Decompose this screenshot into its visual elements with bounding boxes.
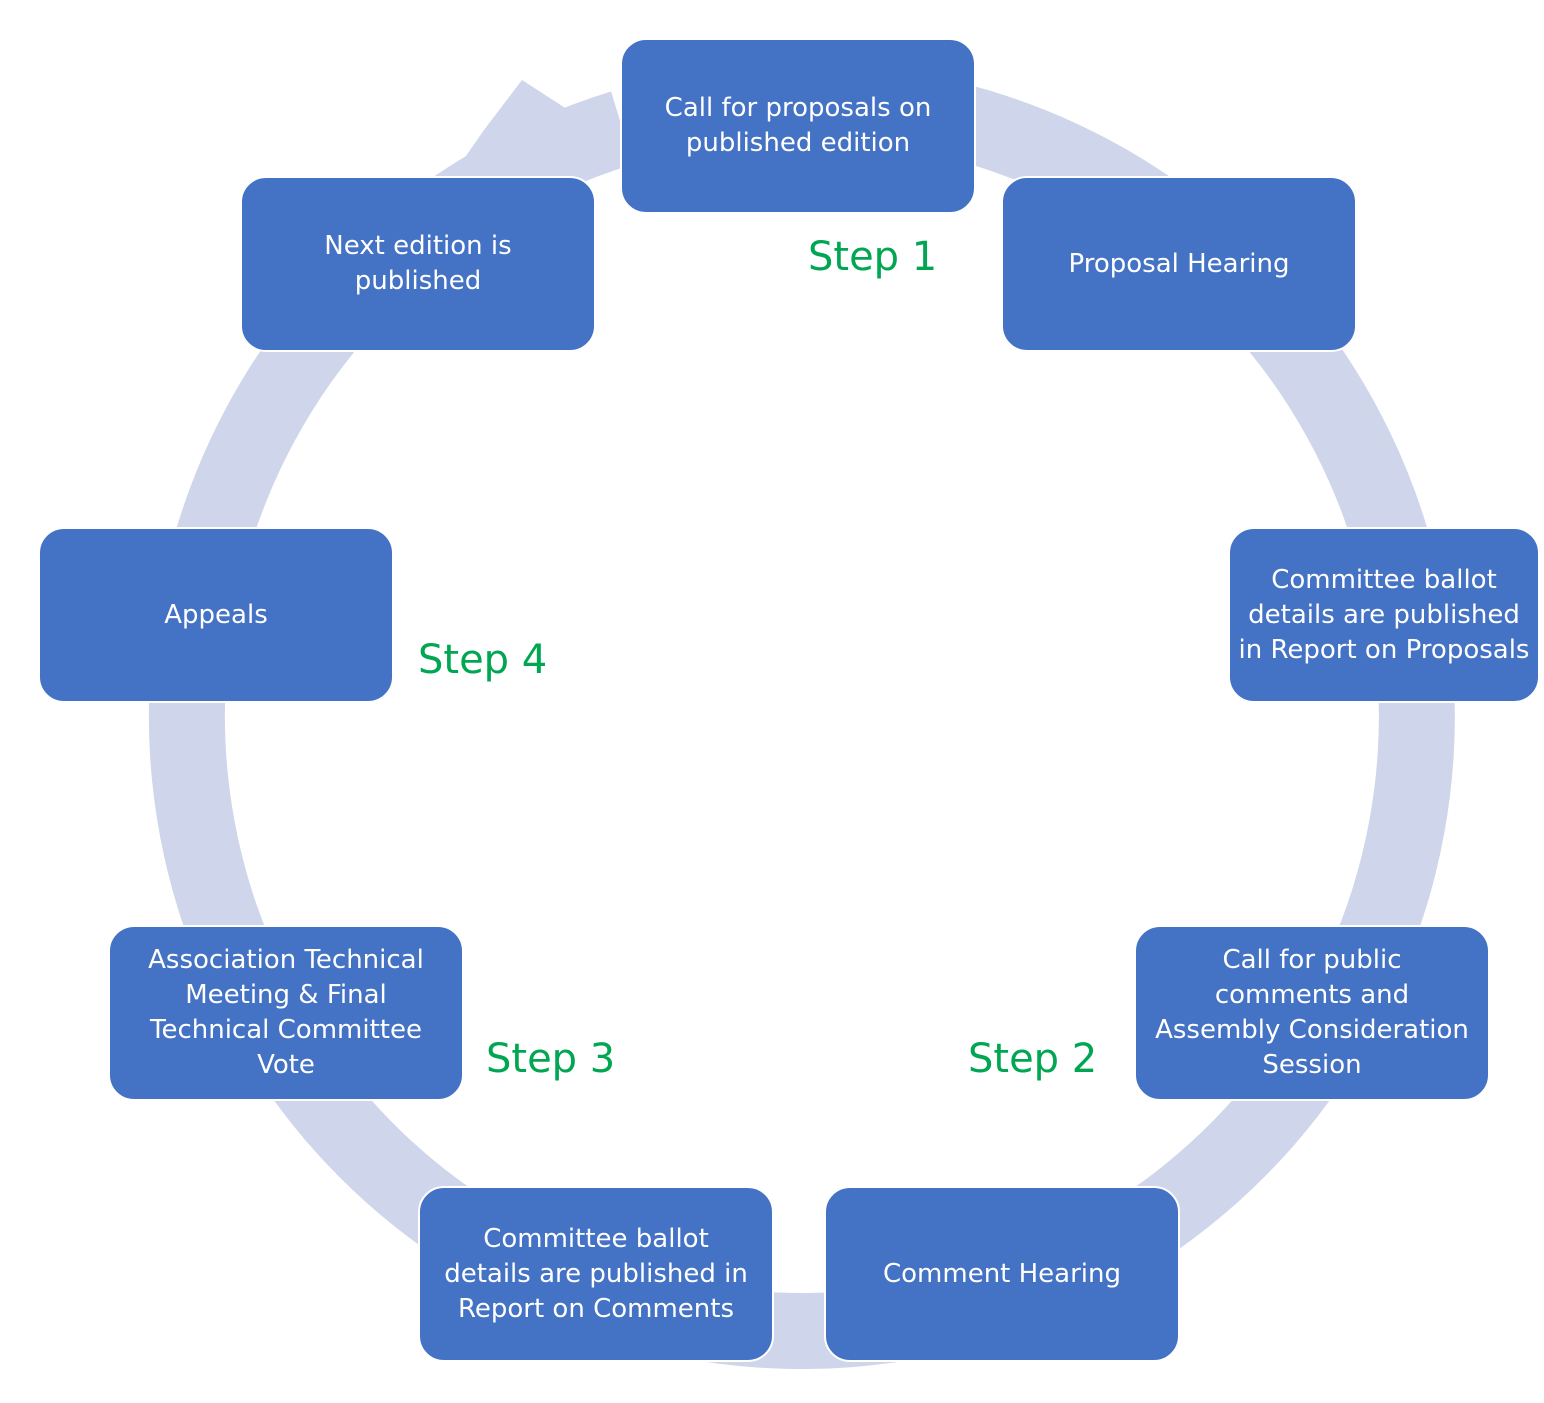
box-next-edition: Next edition is published (240, 176, 596, 352)
box-call-for-proposals-label: Call for proposals on published edition (664, 93, 932, 158)
step-1-label: Step 1 (808, 234, 938, 280)
box-comment-hearing-label: Comment Hearing (882, 1258, 1122, 1289)
step-4-label: Step 4 (418, 637, 548, 683)
cycle-arrowhead (452, 80, 604, 176)
box-committee-ballot-proposals: Committee ballot details are published i… (1228, 527, 1540, 703)
box-committee-ballot-proposals-label: Committee ballot details are published i… (1238, 564, 1530, 665)
box-proposal-hearing: Proposal Hearing (1001, 176, 1357, 352)
box-call-for-public-comments: Call for public comments and Assembly Co… (1134, 925, 1490, 1101)
box-association-technical-meeting-label: Association Technical Meeting & Final Te… (148, 945, 424, 1080)
box-appeals: Appeals (38, 527, 394, 703)
box-appeals-label: Appeals (164, 599, 268, 630)
box-comment-hearing: Comment Hearing (824, 1186, 1180, 1362)
box-association-technical-meeting: Association Technical Meeting & Final Te… (108, 925, 464, 1101)
step-2-label: Step 2 (968, 1036, 1098, 1082)
box-call-for-public-comments-label: Call for public comments and Assembly Co… (1155, 945, 1469, 1080)
box-call-for-proposals: Call for proposals on published edition (620, 38, 976, 214)
box-next-edition-label: Next edition is published (324, 231, 512, 296)
box-proposal-hearing-label: Proposal Hearing (1068, 248, 1290, 279)
box-committee-ballot-comments-label: Committee ballot details are published i… (444, 1223, 748, 1324)
step-3-label: Step 3 (486, 1036, 616, 1082)
box-committee-ballot-comments: Committee ballot details are published i… (418, 1186, 774, 1362)
